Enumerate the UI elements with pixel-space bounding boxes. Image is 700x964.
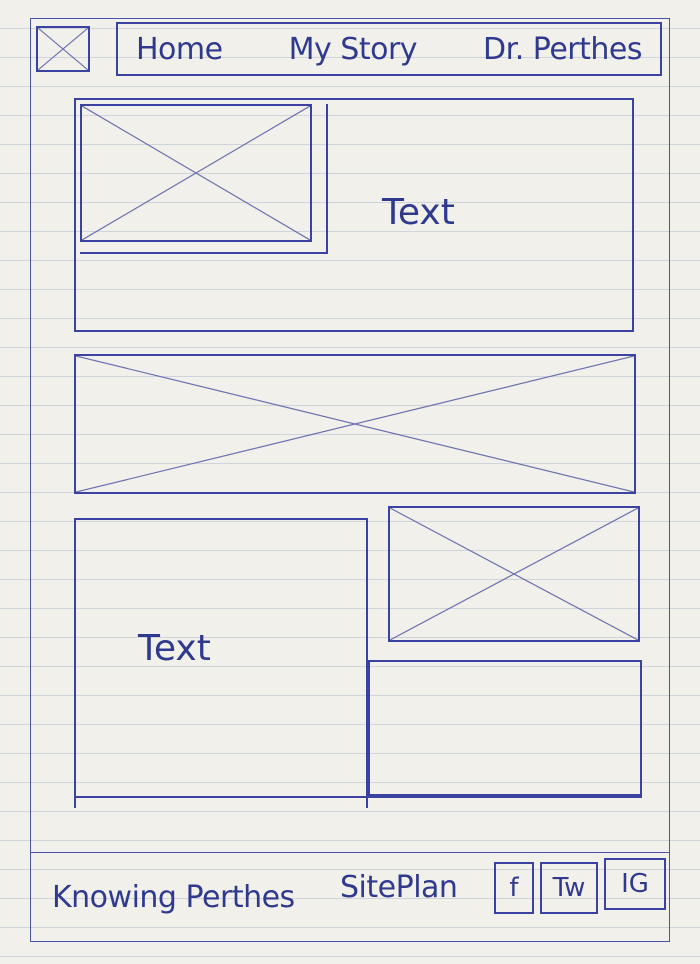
feature-text-block: Text	[74, 518, 368, 808]
hero-section: Text	[74, 98, 634, 332]
hero-image-placeholder	[80, 104, 312, 242]
feature-text: Text	[138, 628, 211, 669]
logo-image-placeholder[interactable]	[36, 26, 90, 72]
feature-bottom-rule	[74, 796, 642, 798]
facebook-icon-label: f	[509, 873, 519, 903]
footer-brand-link[interactable]: Knowing Perthes	[52, 880, 295, 915]
footer-siteplan-link[interactable]: SitePlan	[340, 870, 458, 905]
nav-item-dr-perthes[interactable]: Dr. Perthes	[483, 31, 642, 67]
instagram-icon-label: IG	[621, 869, 649, 899]
footer-divider	[30, 852, 670, 853]
page-frame	[30, 18, 670, 942]
image-placeholder-icon	[76, 356, 634, 492]
hero-text: Text	[382, 192, 455, 233]
nav-item-home[interactable]: Home	[136, 31, 223, 67]
facebook-icon[interactable]: f	[494, 862, 534, 914]
twitter-icon[interactable]: Tw	[540, 862, 598, 914]
banner-image-placeholder	[74, 354, 636, 494]
image-placeholder-icon	[390, 508, 638, 640]
instagram-icon[interactable]: IG	[604, 858, 666, 910]
nav-item-my-story[interactable]: My Story	[288, 31, 418, 67]
twitter-icon-label: Tw	[552, 873, 586, 903]
hero-image-shadow	[80, 104, 328, 254]
image-placeholder-icon	[82, 106, 310, 240]
main-nav: Home My Story Dr. Perthes	[116, 22, 662, 76]
feature-lower-block	[368, 660, 642, 796]
feature-image-placeholder	[388, 506, 640, 642]
image-placeholder-icon	[38, 28, 88, 70]
